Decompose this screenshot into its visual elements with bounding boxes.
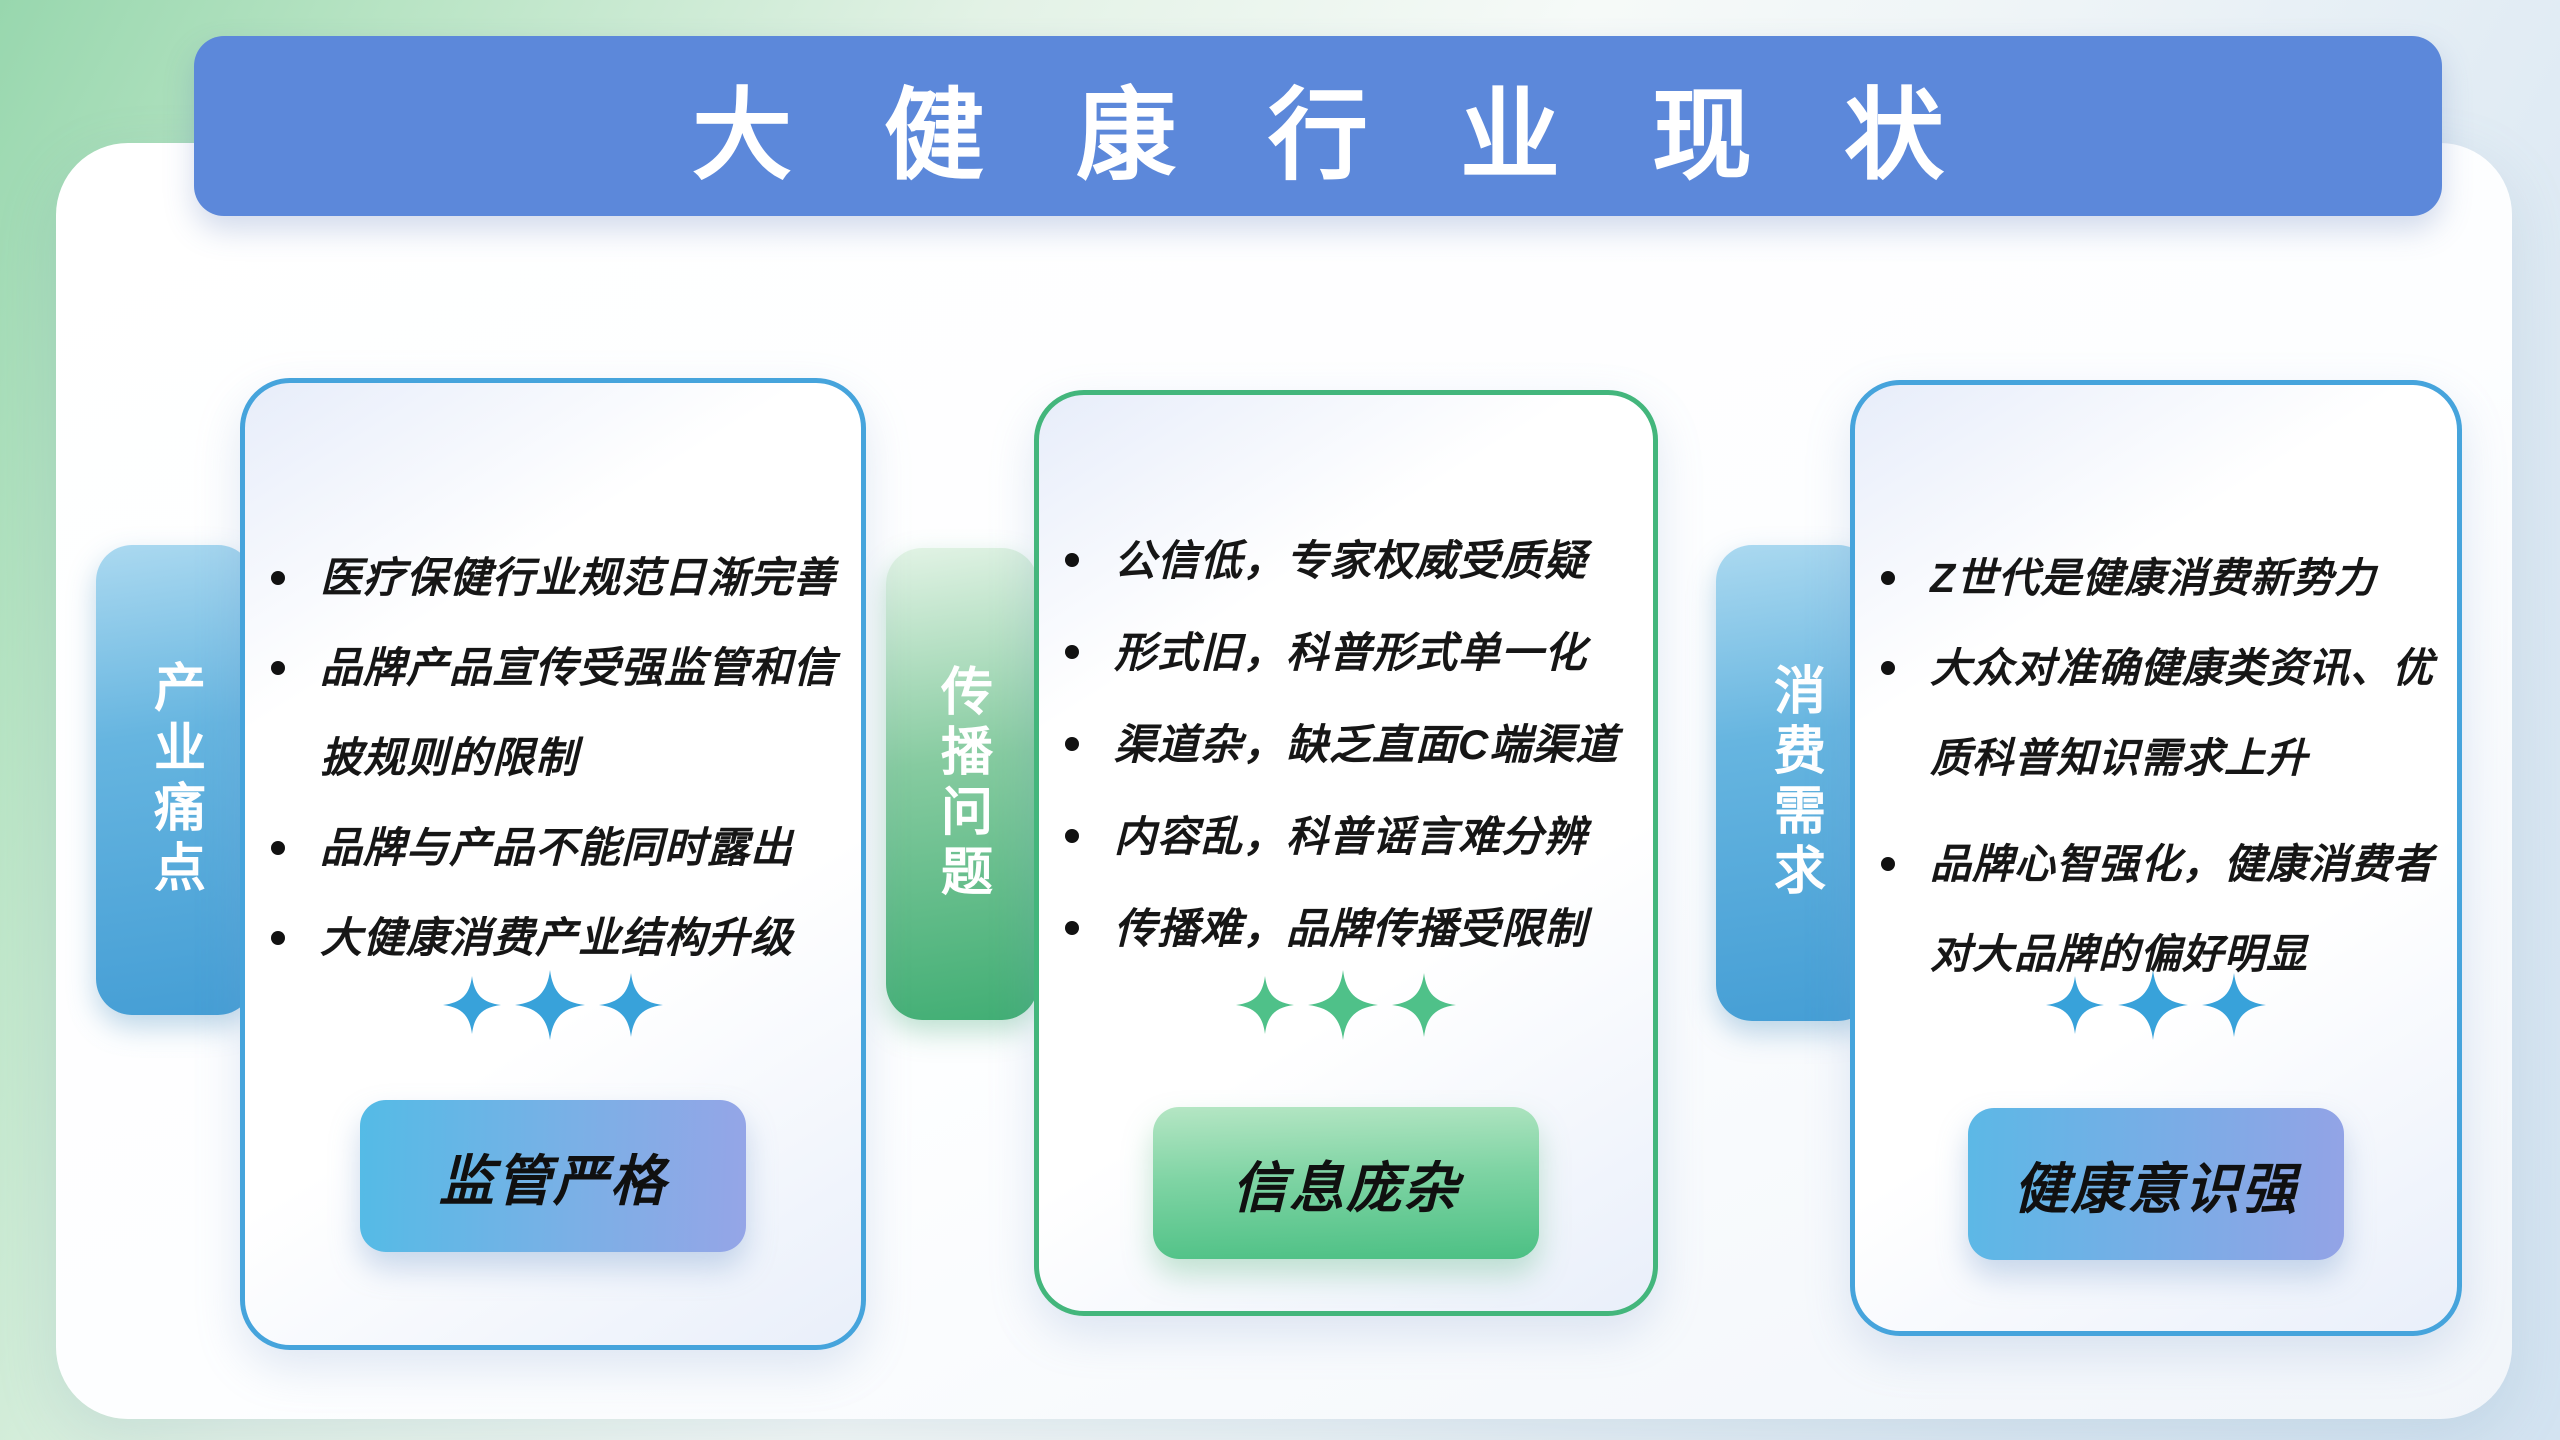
bullet-text: Z世代是健康消费新势力: [1930, 555, 2377, 601]
bullet-text: 渠道杂，缺乏直面C端渠道: [1114, 721, 1619, 768]
bullet-text: 公信低，专家权威受质疑: [1114, 537, 1588, 584]
bullet-item: 品牌心智强化，健康消费者对大品牌的偏好明显: [1855, 819, 2443, 999]
bullet-list: 公信低，专家权威受质疑 形式旧，科普形式单一化 渠道杂，缺乏直面C端渠道 内容乱…: [1039, 515, 1639, 975]
bullet-item: Z世代是健康消费新势力: [1855, 533, 2443, 623]
bullet-item: 传播难，品牌传播受限制: [1039, 883, 1639, 975]
badge-label: 健康意识强: [2013, 1158, 2299, 1220]
badge-strict-regulation: 监管严格: [360, 1100, 746, 1252]
bullet-text: 内容乱，科普谣言难分辨: [1114, 813, 1588, 860]
bullet-text: 大健康消费产业结构升级: [320, 914, 794, 961]
sparkle-icon: [2118, 970, 2188, 1040]
card-consumer-demand: Z世代是健康消费新势力 大众对准确健康类资讯、优质科普知识需求上升 品牌心智强化…: [1850, 380, 2462, 1336]
bullet-text: 大众对准确健康类资讯、优质科普知识需求上升: [1930, 645, 2434, 781]
card-industry-pain-points: 医疗保健行业规范日渐完善 品牌产品宣传受强监管和信披规则的限制 品牌与产品不能同…: [240, 378, 866, 1350]
page-title: 大健康行业现状: [692, 79, 2036, 192]
sparkle-icon: [1308, 970, 1378, 1040]
sparkle-icon: [2202, 973, 2266, 1037]
bullet-item: 品牌与产品不能同时露出: [245, 803, 847, 893]
side-tab-industry-pain-points: 产业痛点: [96, 545, 254, 1015]
side-tab-consumer-demand: 消费需求: [1716, 545, 1874, 1021]
side-tab-label: 产业痛点: [145, 660, 204, 900]
sparkle-icon: [1236, 976, 1294, 1034]
bullet-item: 公信低，专家权威受质疑: [1039, 515, 1639, 607]
bullet-item: 渠道杂，缺乏直面C端渠道: [1039, 699, 1639, 791]
side-tab-label: 传播问题: [932, 664, 991, 904]
bullet-item: 内容乱，科普谣言难分辨: [1039, 791, 1639, 883]
sparkle-row: [245, 970, 861, 1040]
bullet-text: 传播难，品牌传播受限制: [1114, 905, 1588, 952]
bullet-item: 大健康消费产业结构升级: [245, 893, 847, 983]
side-tab-communication-problems: 传播问题: [886, 548, 1038, 1020]
sparkle-row: [1855, 970, 2457, 1040]
sparkle-icon: [599, 973, 663, 1037]
sparkle-row: [1039, 970, 1653, 1040]
title-banner: 大健康行业现状: [194, 36, 2442, 216]
side-tab-label: 消费需求: [1765, 663, 1824, 903]
bullet-list: 医疗保健行业规范日渐完善 品牌产品宣传受强监管和信披规则的限制 品牌与产品不能同…: [245, 533, 847, 983]
bullet-text: 形式旧，科普形式单一化: [1114, 629, 1588, 676]
bullet-text: 品牌与产品不能同时露出: [320, 824, 794, 871]
bullet-item: 形式旧，科普形式单一化: [1039, 607, 1639, 699]
bullet-text: 品牌心智强化，健康消费者对大品牌的偏好明显: [1930, 841, 2434, 977]
badge-complex-information: 信息庞杂: [1153, 1107, 1539, 1259]
badge-label: 监管严格: [438, 1150, 667, 1212]
sparkle-icon: [443, 976, 501, 1034]
bullet-item: 大众对准确健康类资讯、优质科普知识需求上升: [1855, 623, 2443, 803]
sparkle-icon: [2046, 976, 2104, 1034]
badge-label: 信息庞杂: [1231, 1157, 1460, 1219]
badge-strong-health-awareness: 健康意识强: [1968, 1108, 2344, 1260]
bullet-list: Z世代是健康消费新势力 大众对准确健康类资讯、优质科普知识需求上升 品牌心智强化…: [1855, 533, 2443, 999]
bullet-item: 品牌产品宣传受强监管和信披规则的限制: [245, 623, 847, 803]
bullet-item: 医疗保健行业规范日渐完善: [245, 533, 847, 623]
bullet-text: 医疗保健行业规范日渐完善: [320, 554, 837, 601]
bullet-text: 品牌产品宣传受强监管和信披规则的限制: [320, 644, 837, 781]
sparkle-icon: [515, 970, 585, 1040]
card-communication-problems: 公信低，专家权威受质疑 形式旧，科普形式单一化 渠道杂，缺乏直面C端渠道 内容乱…: [1034, 390, 1658, 1316]
sparkle-icon: [1392, 973, 1456, 1037]
